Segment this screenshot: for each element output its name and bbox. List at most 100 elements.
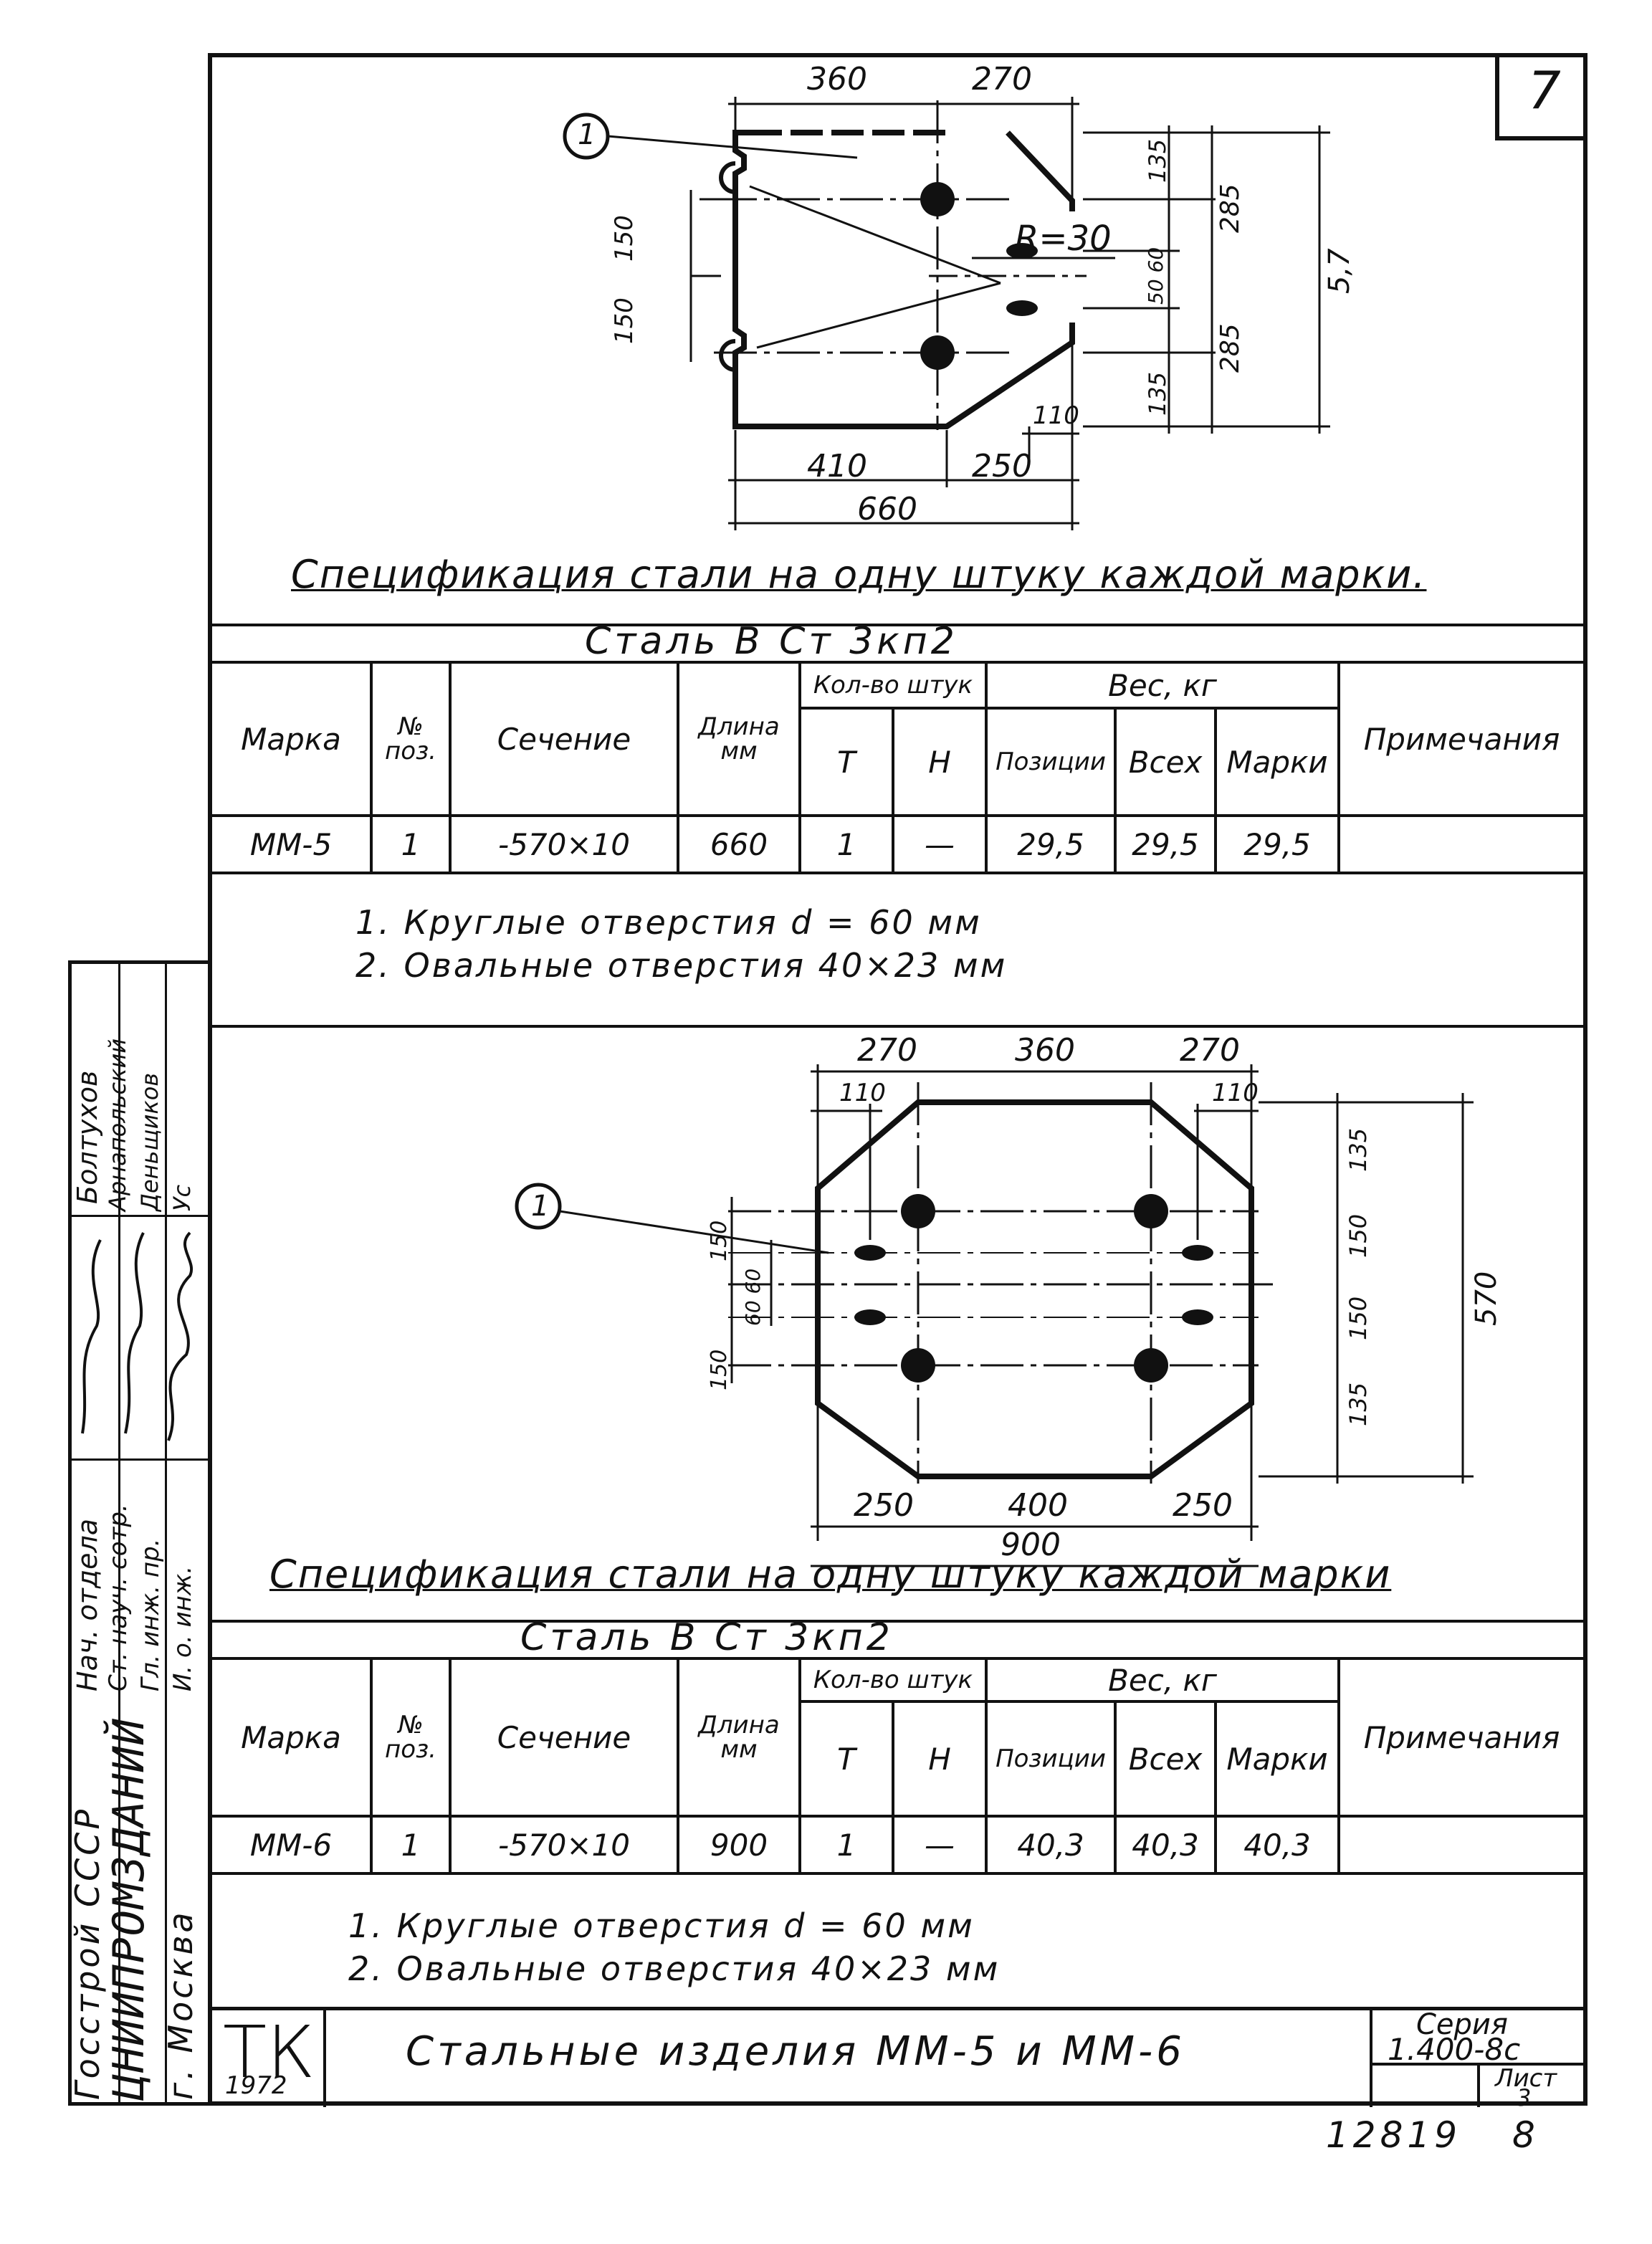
col-header-section: Сечение <box>449 661 679 817</box>
dim-label: 410 <box>807 448 867 484</box>
left-sidebar <box>68 960 211 2106</box>
oval-hole <box>1006 243 1038 259</box>
cell-w-mark: 40,3 <box>1214 1815 1341 1875</box>
col-header-length: Длина мм <box>677 1657 801 1818</box>
col-header-w-pos: Позиции <box>985 1700 1117 1818</box>
sheet-label: Лист <box>1495 2064 1557 2093</box>
dim-label: 150 <box>1345 1296 1372 1340</box>
archive-code: 12819 <box>1326 2114 1462 2156</box>
dim-label: 400 <box>1008 1487 1068 1524</box>
role-label: И. о. инж. <box>168 1565 197 1691</box>
notch-lower <box>719 339 736 372</box>
spec1-table: Марка № поз. Сечение Длина мм Кол-во шту… <box>212 661 1584 874</box>
col-header-weight: Вес, кг <box>985 661 1341 710</box>
series-value: 1.400-8с <box>1388 2032 1521 2067</box>
signatures <box>81 1231 193 1441</box>
cell-w-mark: 29,5 <box>1214 814 1341 874</box>
col-header-w-all: Всех <box>1114 707 1218 817</box>
table-row: ММ-6 1 -570×10 900 1 — 40,3 40,3 40,3 <box>212 1815 1584 1875</box>
cell-t: 1 <box>798 814 894 874</box>
dim-label: 110 <box>1033 401 1079 430</box>
series-label: Серия <box>1416 2008 1508 2041</box>
drawing-mm6 <box>515 1064 1474 1567</box>
callout-number: 1 <box>578 118 596 151</box>
dim-label: 250 <box>972 448 1032 484</box>
dim-label: 150 <box>707 1220 732 1261</box>
spec2-note: 2. Овальные отверстия 40×23 мм <box>348 1949 1001 1988</box>
dim-label: 150 <box>610 297 639 344</box>
role-label: Нач. отдела <box>72 1518 103 1691</box>
dim-label: 110 <box>839 1079 886 1107</box>
cell-length: 900 <box>677 1815 801 1875</box>
col-header-n: Н <box>891 707 988 817</box>
spec1-heading: Спецификация стали на одну штуку каждой … <box>291 552 1427 597</box>
table-row: ММ-5 1 -570×10 660 1 — 29,5 29,5 29,5 <box>212 814 1584 874</box>
col-header-w-mark: Марки <box>1214 1700 1341 1818</box>
cell-notes <box>1337 814 1584 874</box>
cell-section: -570×10 <box>449 1815 679 1875</box>
dim-label: 150 <box>707 1349 732 1390</box>
col-header-w-mark: Марки <box>1214 707 1341 817</box>
dim-label: 135 <box>1144 138 1171 183</box>
person-name: Деньщиков <box>136 1072 163 1211</box>
plate-outline-mm6 <box>815 1099 1254 1479</box>
dim-label: 570 <box>1470 1271 1503 1326</box>
col-header-notes: Примечания <box>1337 1657 1584 1818</box>
col-header-section: Сечение <box>449 1657 679 1818</box>
person-name: Арнапольский <box>104 1038 131 1211</box>
dim-label: 135 <box>1345 1127 1372 1172</box>
col-header-pos: № поз. <box>370 661 452 817</box>
col-header-length: Длина мм <box>677 661 801 817</box>
dim-label: 250 <box>1173 1487 1233 1524</box>
org-name: Госстрой СССР <box>68 1806 107 2100</box>
col-header-qty: Кол-во штук <box>798 661 988 710</box>
cell-w-pos: 40,3 <box>985 1815 1117 1875</box>
col-header-t: Т <box>798 707 894 817</box>
cell-t: 1 <box>798 1815 894 1875</box>
spec1-note: 1. Круглые отверстия d = 60 мм <box>355 903 982 942</box>
role-label: Гл. инж. пр. <box>136 1538 165 1691</box>
spec2-table: Марка № поз. Сечение Длина мм Кол-во шту… <box>212 1657 1584 1875</box>
cell-section: -570×10 <box>449 814 679 874</box>
role-label: Ст. науч. сотр. <box>104 1504 133 1691</box>
col-header-n: Н <box>891 1700 988 1818</box>
corner-number-box: 7 <box>1495 53 1587 140</box>
cell-w-all: 40,3 <box>1114 1815 1218 1875</box>
col-header-marka: Марка <box>212 1657 373 1818</box>
dim-label: 270 <box>972 61 1032 97</box>
spec2-heading: Спецификация стали на одну штуку каждой … <box>269 1552 1392 1597</box>
plate-outline-mm5 <box>732 130 1075 429</box>
col-header-weight: Вес, кг <box>985 1657 1341 1703</box>
org-name: ЦНИИПРОМЗДАНИЙ <box>104 1717 154 2100</box>
dim-label: 660 <box>857 491 917 527</box>
col-header-t: Т <box>798 1700 894 1818</box>
drawing-mm5 <box>563 97 1330 530</box>
cell-length: 660 <box>677 814 801 874</box>
page-number: 8 <box>1512 2114 1535 2156</box>
dim-label: 900 <box>1001 1527 1061 1563</box>
dim-label: 50 60 <box>1144 247 1168 305</box>
col-header-w-all: Всех <box>1114 1700 1218 1818</box>
year: 1972 <box>225 2071 287 2100</box>
dim-label: 360 <box>1015 1032 1075 1069</box>
dim-label: 250 <box>854 1487 914 1524</box>
col-header-pos: № поз. <box>370 1657 452 1818</box>
dim-label: 150 <box>610 215 639 262</box>
col-header-qty: Кол-во штук <box>798 1657 988 1703</box>
col-header-w-pos: Позиции <box>985 707 1117 817</box>
corner-number: 7 <box>1528 60 1561 120</box>
person-name: Ус <box>168 1184 196 1211</box>
org-city: г. Москва <box>161 1909 200 2100</box>
dim-label: 60 60 <box>741 1268 765 1326</box>
cell-marka: ММ-6 <box>212 1815 373 1875</box>
spec1-steel: Сталь В Ст 3кп2 <box>585 620 958 663</box>
dim-label: 150 <box>1345 1213 1372 1258</box>
col-header-marka: Марка <box>212 661 373 817</box>
oval-hole <box>1006 300 1038 316</box>
cell-pos: 1 <box>370 1815 452 1875</box>
sheet-value: 3 <box>1517 2084 1532 2111</box>
notch-upper <box>719 161 736 194</box>
spec2-note: 1. Круглые отверстия d = 60 мм <box>348 1906 975 1945</box>
spec1-note: 2. Овальные отверстия 40×23 мм <box>355 946 1008 985</box>
drawing-title: Стальные изделия ММ-5 и ММ-6 <box>406 2028 1185 2075</box>
